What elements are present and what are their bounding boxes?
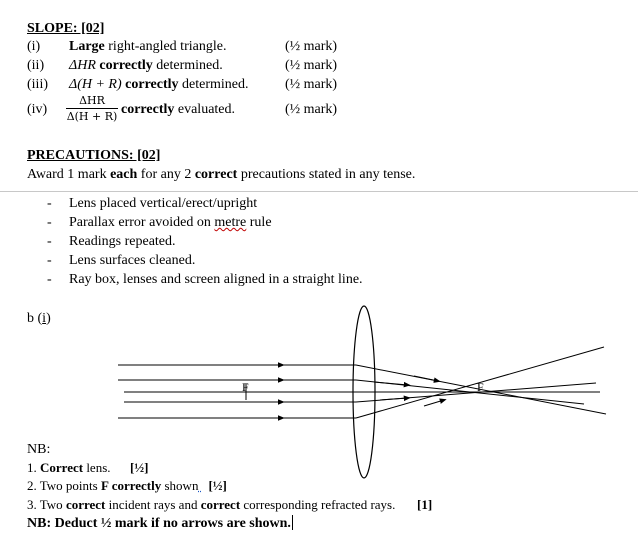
refracted-arrow-2: [373, 381, 411, 388]
slope-item-4-mark: (½ mark): [285, 102, 338, 117]
slope-item-3-num: (iii): [27, 77, 48, 92]
slope-item-4-num: (iv): [27, 102, 48, 117]
fraction-bar: [66, 108, 118, 109]
refracted-ray-4: [355, 346, 605, 419]
precaution-item-2-underlined: metre: [214, 215, 247, 230]
precaution-item-2-text: Parallax error avoided on: [69, 215, 215, 230]
slope-item-3-text: Δ(H + R) correctly determined.: [69, 77, 249, 93]
part-b-label: b (i): [27, 311, 51, 327]
nb-deduct-text: NB: Deduct ½ mark if no arrows are shown…: [27, 516, 291, 531]
fraction-denominator: Δ(H + R): [66, 110, 118, 123]
slope-item-2-num: (ii): [27, 58, 45, 73]
award-pre: Award 1 mark: [27, 167, 111, 182]
award-each: each: [110, 167, 138, 182]
bullet-5: -: [47, 272, 52, 287]
slope-item-2-text: ΔHR correctly determined.: [69, 58, 223, 74]
award-correct: correct: [194, 167, 238, 182]
slope-item-1-num: (i): [27, 39, 41, 54]
precaution-item-4: Lens surfaces cleaned.: [69, 253, 196, 268]
nb-deduct[interactable]: NB: Deduct ½ mark if no arrows are shown…: [27, 515, 293, 532]
nb-line-1: 1. Correct lens.: [27, 460, 111, 476]
bullet-3: -: [47, 234, 52, 249]
nb-line-3-mark: [1]: [417, 497, 433, 512]
nb-line-3-post: corresponding refracted rays.: [240, 497, 396, 512]
slope-item-2-italic: ΔHR: [69, 58, 96, 73]
bullet-2: -: [47, 215, 52, 230]
award-post: precautions stated in any tense.: [237, 167, 416, 182]
precaution-item-3: Readings repeated.: [69, 234, 176, 249]
precautions-heading: PRECAUTIONS: [02]: [27, 148, 161, 163]
refracted-arrow-3: [379, 395, 411, 402]
nb-line-2-mark: [½]: [208, 478, 227, 493]
precaution-item-5: Ray box, lenses and screen aligned in a …: [69, 272, 363, 287]
refracted-arrow-4: [423, 398, 447, 407]
slope-heading: SLOPE: [02]: [27, 21, 105, 36]
nb-line-1-num: 1.: [27, 460, 40, 475]
nb-line-2-rest: shown: [161, 478, 199, 493]
nb-line-2-gap: [198, 478, 208, 494]
precaution-item-2-tail: rule: [246, 215, 272, 230]
focal-point-right-label: F: [477, 380, 484, 394]
text-cursor: [291, 515, 293, 530]
nb-line-3-bold-1: correct: [65, 497, 106, 512]
part-b-close: ): [46, 311, 51, 326]
slope-item-1-bold: Large: [69, 39, 105, 54]
slope-item-3-rest: determined.: [178, 77, 249, 92]
nb-line-2: 2. Two points F correctly shown [½]: [27, 478, 227, 494]
part-b-i: i: [42, 311, 47, 326]
page-divider: [0, 191, 638, 192]
slope-item-1-text: Large right-angled triangle.: [69, 39, 226, 55]
slope-item-2-mark: (½ mark): [285, 58, 338, 73]
part-b-prefix: b (: [27, 311, 43, 326]
slope-item-3-mark: (½ mark): [285, 77, 338, 92]
slope-item-3-italic: Δ(H + R): [69, 77, 122, 92]
focal-point-left-label: F: [242, 380, 249, 394]
fraction-numerator: ΔHR: [79, 94, 105, 107]
nb-line-3-mid: incident rays and: [105, 497, 201, 512]
slope-item-1-mark: (½ mark): [285, 39, 338, 54]
bullet-1: -: [47, 196, 52, 211]
nb-line-3-pre: 3. Two: [27, 497, 66, 512]
nb-line-3-bold-2: correct: [200, 497, 241, 512]
refracted-ray-1: [355, 364, 607, 415]
slope-item-4-text: correctly evaluated.: [121, 102, 235, 118]
bullet-4: -: [47, 253, 52, 268]
slope-fraction: ΔHR Δ(H + R): [66, 94, 118, 123]
precautions-award-text: Award 1 mark each for any 2 correct prec…: [27, 167, 415, 183]
slope-item-2-rest: determined.: [152, 58, 223, 73]
nb-line-1-mark: [½]: [130, 460, 149, 475]
nb-line-2-bold: F correctly: [100, 478, 162, 493]
slope-item-3-bold: correctly: [121, 77, 179, 92]
slope-item-4-rest: evaluated.: [174, 102, 236, 117]
precaution-item-2: Parallax error avoided on metre rule: [69, 215, 272, 231]
slope-item-1-rest: right-angled triangle.: [104, 39, 227, 54]
slope-item-2-bold: correctly: [95, 58, 153, 73]
nb-line-1-rest: lens.: [83, 460, 111, 475]
nb-line-3: 3. Two correct incident rays and correct…: [27, 497, 395, 513]
nb-title: NB:: [27, 442, 51, 457]
nb-line-1-bold: Correct: [40, 460, 84, 475]
nb-line-2-pre: 2. Two points: [27, 478, 101, 493]
slope-item-4-bold: correctly: [121, 102, 175, 117]
award-mid: for any 2: [137, 167, 195, 182]
refracted-arrow-1: [413, 375, 441, 383]
precaution-item-1: Lens placed vertical/erect/upright: [69, 196, 258, 211]
